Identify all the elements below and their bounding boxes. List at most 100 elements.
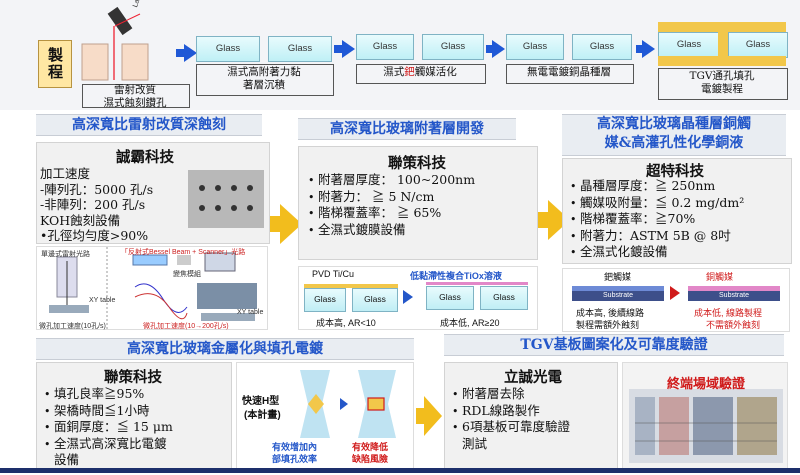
optics-diagram-icon: [49, 247, 257, 331]
step2-caption-line1: 濕式高附著力黏: [227, 66, 301, 78]
cu-caption-2: 不需額外蝕刻: [706, 320, 761, 330]
adhesion-company: 聯策科技: [388, 155, 446, 172]
fill-section-title: 高深寬比玻璃金屬化與填孔電鍍: [36, 338, 414, 360]
step4-caption-line1: 無電電鍍銅晶種層: [527, 66, 611, 78]
seed-title-line1: 高深寬比玻璃晶種層銅觸: [597, 116, 751, 132]
glass-block: Glass: [352, 288, 398, 312]
step5-caption: TGV通孔填孔 電鍍製程: [658, 70, 786, 96]
pvd-film: [304, 284, 398, 288]
adhesion-bullet: •階梯覆蓋率： ≧ 65%: [308, 205, 442, 220]
tgv-bottom-copper: [658, 56, 786, 66]
adhesion-section-title: 高深寬比玻璃附著層開發: [298, 118, 516, 140]
yellow-arrow-2-bar: [538, 212, 550, 228]
equipment-photo-icon: [629, 389, 783, 463]
flow-arrow-1-head: [184, 44, 197, 62]
seed-section-title: 高深寬比玻璃晶種層銅觸 媒&高灌孔性化學銅液: [562, 114, 786, 156]
laser-step-illustration: Laser Drilling: [78, 0, 178, 82]
tgv-bullet: 測試: [462, 435, 488, 451]
flow-arrow-3-head: [492, 40, 505, 58]
glass-block: Glass: [572, 34, 632, 60]
step5-caption-box: [658, 68, 788, 100]
flow-arrow-4-head: [642, 40, 655, 58]
glass-block: Glass: [658, 32, 720, 58]
fig-mod: 變焦模組: [173, 271, 201, 278]
tgv-fill-via: [718, 22, 728, 66]
yellow-arrow-3: [424, 396, 442, 436]
cu-tag: 銅觸媒: [706, 272, 734, 282]
fill-bullet-list: •填孔良率≧95% •架橋時間≦1小時 •面銅厚度：≦ 15 μm •全濕式高深…: [44, 386, 173, 468]
tgv-top-copper: [658, 22, 786, 32]
step2-caption: 濕式高附著力黏 著層沉積: [196, 66, 332, 92]
tgv-bullet: •附著層去除: [452, 386, 525, 401]
glass-block: Glass: [728, 32, 788, 58]
pd-caption-1: 成本高, 後續線路: [576, 308, 645, 318]
verification-figure: 終端場域驗證: [622, 362, 788, 470]
fig-label-right: 「反射式Bessel Beam + Scanner」光路: [121, 249, 246, 256]
seed-company: 超特科技: [646, 163, 704, 180]
seed-bullet: •全濕式化鍍設備: [570, 244, 668, 259]
seed-bullet: •階梯覆蓋率：≧70%: [570, 211, 696, 226]
step5-caption-line1: TGV通孔填孔: [689, 70, 755, 82]
flow-arrow-4: [636, 45, 642, 53]
glass-block: Glass: [480, 286, 528, 310]
adhesion-bullet-list: •附著層厚度： 100~200nm •附著力： ≧ 5 N/cm •階梯覆蓋率：…: [308, 172, 475, 238]
laser-bullet-list: 加工速度 -陣列孔：5000 孔/s -非陣列：200 孔/s KOH蝕刻設備 …: [40, 166, 153, 244]
tiox-tag: 低黏滯性複合TiOx溶液: [410, 271, 502, 281]
step3-caption: 濕式鈀觸媒活化: [356, 66, 484, 79]
fig-cap-left: 微孔加工速度(10孔/s): [39, 323, 106, 330]
step2-caption-box: [196, 64, 334, 96]
h-shape-title-2: (本計畫): [244, 410, 281, 421]
laser-section-title: 高深寬比雷射改質深蝕刻: [36, 114, 262, 136]
pd-substrate: Substrate: [572, 291, 664, 301]
laser-bullet: KOH蝕刻設備: [40, 212, 121, 228]
compare-arrow: [403, 290, 413, 304]
tgv-bullet: •6項基板可靠度驗證: [452, 419, 570, 434]
fill-bullet: •填孔良率≧95%: [44, 386, 145, 401]
pd-layer: [572, 286, 664, 291]
adhesion-panel: [298, 146, 538, 260]
fill-cap-right-1: 有效降低: [352, 442, 389, 452]
process-label: 製程: [38, 40, 72, 88]
yellow-arrow-1: [280, 204, 302, 244]
fill-cap-left-2: 部填孔效率: [272, 454, 318, 464]
tgv-panel: [444, 362, 618, 472]
glass-block: Glass: [304, 288, 346, 312]
fill-bullet: •架橋時間≦1小時: [44, 402, 150, 418]
tgv-bullet-list: •附著層去除 •RDL線路製作 •6項基板可靠度驗證 測試: [452, 386, 570, 451]
step3-caption-box: [356, 64, 486, 84]
glass-block: Glass: [268, 36, 332, 62]
step3-caption-pre: 濕式: [383, 66, 405, 78]
cu-layer: [688, 286, 780, 291]
step1-caption-line1: 雷射改質: [114, 84, 156, 96]
tgv-bullet: •RDL線路製作: [452, 402, 540, 418]
adhesion-bullet: •附著層厚度： 100~200nm: [308, 172, 476, 187]
step4-caption: 無電電鍍銅晶種層: [506, 66, 632, 79]
glass-block: Glass: [356, 34, 414, 60]
cu-caption-1: 成本低, 線路製程: [694, 308, 763, 318]
pvd-caption: 成本高, AR<10: [316, 318, 376, 328]
adhesion-bullet: •附著力： ≧ 5 N/cm: [308, 188, 435, 204]
field-verify-title: 終端場域驗證: [666, 377, 745, 392]
seed-bullet-list: •晶種層厚度：≧ 250nm •觸媒吸附量：≦ 0.2 mg/dm² •階梯覆蓋…: [570, 178, 744, 261]
tiox-caption: 成本低, AR≥20: [440, 318, 500, 328]
laser-company: 誠霸科技: [116, 149, 174, 166]
glass-block: Glass: [422, 34, 484, 60]
seed-bullet: •觸媒吸附量：≦ 0.2 mg/dm²: [570, 194, 745, 210]
catalyst-arrow: [670, 286, 680, 300]
step2-caption-line2: 著層沉積: [243, 79, 285, 91]
hole-sample-photo: [188, 170, 264, 228]
step1-caption-line2: 濕式蝕刻鑽孔: [103, 97, 167, 109]
glass-block: Glass: [196, 36, 260, 62]
step3-caption-red: 鈀: [404, 66, 415, 78]
tiox-film: [426, 282, 528, 285]
yellow-arrow-3-bar: [416, 408, 424, 424]
laser-drill-icon: [81, 6, 149, 81]
fill-cap-left-1: 有效增加內: [272, 442, 318, 452]
laser-bullet: 加工速度: [40, 166, 91, 181]
laser-bullet: •孔徑均勻度>90%: [40, 228, 149, 243]
step4-caption-box: [506, 64, 634, 84]
laser-bullet: -非陣列：200 孔/s: [40, 197, 146, 212]
tgv-section-title: TGV基板圖案化及可靠度驗證: [444, 334, 784, 356]
fig-label-left: 單邊式雷射光路: [41, 251, 90, 258]
tgv-company: 立誠光電: [504, 369, 562, 386]
